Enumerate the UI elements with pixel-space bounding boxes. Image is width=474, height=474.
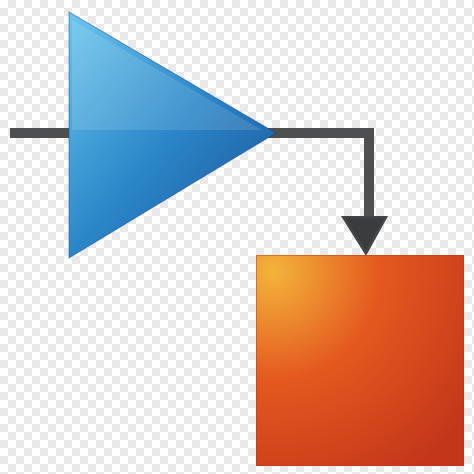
input-wire <box>10 128 80 138</box>
amplifier-triangle-highlight <box>72 20 262 130</box>
output-wire-horizontal <box>262 128 374 138</box>
output-block <box>256 255 464 466</box>
arrowhead-inner <box>345 218 384 250</box>
amplifier-triangle-outline <box>68 11 277 259</box>
amplifier-triangle-icon <box>69 12 276 258</box>
output-block-outline <box>256 255 464 466</box>
output-wire-vertical <box>364 128 374 218</box>
arrowhead-icon <box>341 216 388 256</box>
